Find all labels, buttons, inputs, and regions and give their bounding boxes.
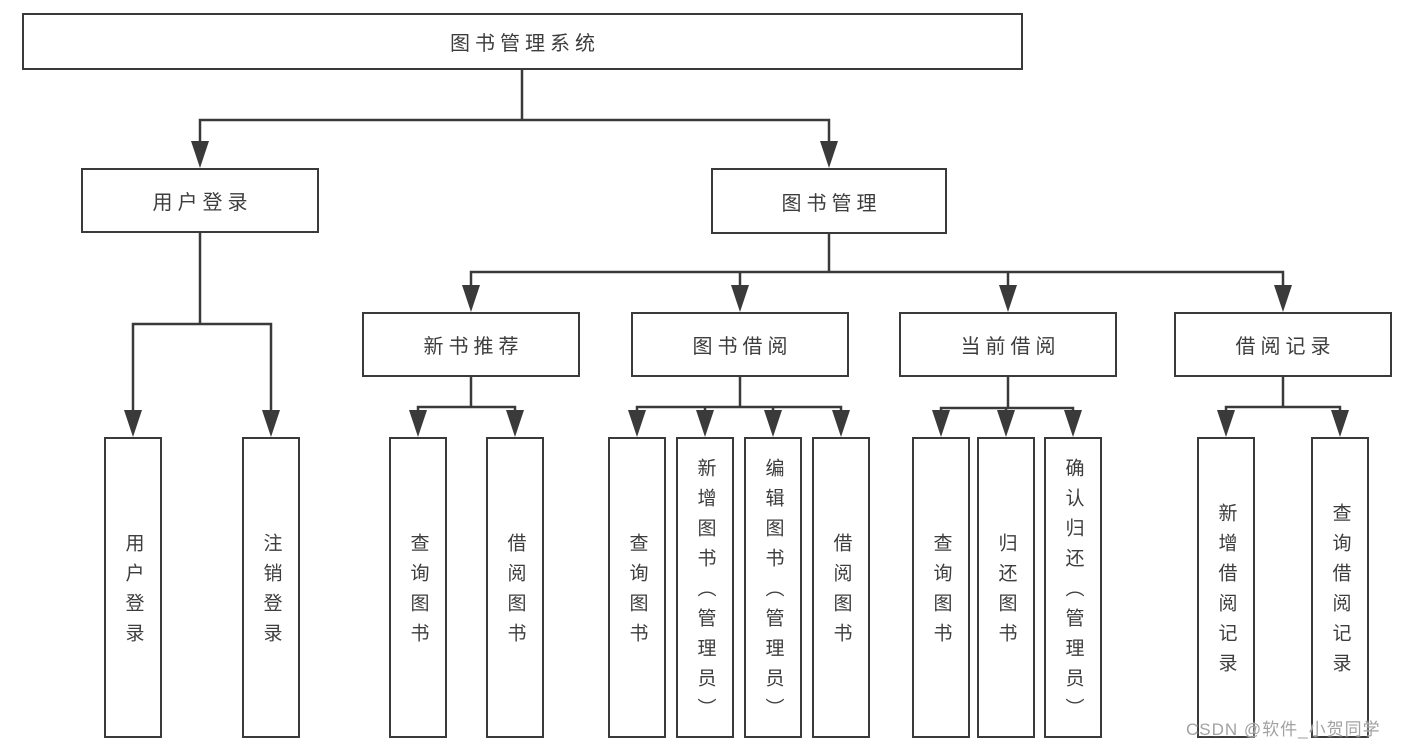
arrowhead — [409, 410, 427, 437]
arrowhead — [764, 410, 782, 437]
node-new-book-recommend: 新书推荐 — [362, 312, 580, 377]
node-leaf-confirm-return: 确认归还（管理员） — [1044, 437, 1102, 738]
node-label-leaf-return-book: 归还图书 — [995, 533, 1017, 653]
node-label-current-borrowing: 当前借阅 — [960, 336, 1061, 358]
node-leaf-add-record: 新增借阅记录 — [1197, 437, 1255, 738]
connector-root — [198, 68, 831, 147]
node-leaf-borrow-book-2: 借阅图书 — [812, 437, 870, 738]
node-leaf-return-book: 归还图书 — [977, 437, 1035, 738]
connector-new-book-recommend — [416, 375, 517, 416]
node-leaf-query-book-1: 查询图书 — [389, 437, 447, 738]
node-user-login-group: 用户登录 — [81, 168, 319, 233]
node-label-leaf-query-book-3: 查询图书 — [930, 533, 952, 653]
connector-current-borrowing — [939, 375, 1075, 416]
arrowhead — [1064, 410, 1082, 437]
arrowhead — [999, 285, 1017, 312]
node-book-borrowing: 图书借阅 — [631, 312, 849, 377]
node-label-book-borrowing: 图书借阅 — [692, 336, 793, 358]
node-label-leaf-query-record: 查询借阅记录 — [1329, 503, 1351, 683]
node-leaf-query-book-2: 查询图书 — [608, 437, 666, 738]
node-label-leaf-logout: 注销登录 — [260, 533, 282, 653]
arrowhead — [932, 410, 950, 437]
arrowhead — [628, 410, 646, 437]
node-label-leaf-user-login: 用户登录 — [122, 533, 144, 653]
node-root: 图书管理系统 — [22, 13, 1023, 70]
arrowhead — [262, 410, 280, 437]
node-leaf-user-login: 用户登录 — [104, 437, 162, 738]
node-label-leaf-query-book-2: 查询图书 — [626, 533, 648, 653]
node-leaf-edit-book-admin: 编辑图书（管理员） — [744, 437, 802, 738]
connector-book-borrowing — [635, 375, 843, 416]
node-current-borrowing: 当前借阅 — [899, 312, 1117, 377]
node-leaf-logout: 注销登录 — [242, 437, 300, 738]
node-label-leaf-confirm-return: 确认归还（管理员） — [1062, 458, 1084, 728]
arrowhead — [1331, 410, 1349, 437]
arrowhead — [462, 285, 480, 312]
arrowhead — [1274, 285, 1292, 312]
arrowhead — [1217, 410, 1235, 437]
arrowhead — [696, 410, 714, 437]
node-leaf-add-book-admin: 新增图书（管理员） — [676, 437, 734, 738]
node-label-leaf-edit-book-admin: 编辑图书（管理员） — [762, 458, 784, 728]
node-label-leaf-add-book-admin: 新增图书（管理员） — [694, 458, 716, 728]
node-leaf-query-record: 查询借阅记录 — [1311, 437, 1369, 738]
node-label-book-management: 图书管理 — [781, 192, 882, 215]
node-label-leaf-add-record: 新增借阅记录 — [1215, 503, 1237, 683]
node-label-user-login-group: 用户登录 — [152, 192, 253, 214]
node-borrowing-records: 借阅记录 — [1174, 312, 1392, 377]
node-label-leaf-borrow-book-1: 借阅图书 — [504, 533, 526, 653]
arrowhead — [731, 285, 749, 312]
arrowhead — [997, 410, 1015, 437]
node-label-leaf-query-book-1: 查询图书 — [407, 533, 429, 653]
node-label-root: 图书管理系统 — [450, 33, 600, 55]
node-leaf-borrow-book-1: 借阅图书 — [486, 437, 544, 738]
watermark-text: CSDN @软件_小贺同学 — [1186, 720, 1381, 739]
connector-book-management — [469, 232, 1285, 291]
arrowhead — [191, 141, 209, 168]
node-label-borrowing-records: 借阅记录 — [1235, 336, 1336, 358]
arrowhead — [820, 141, 838, 168]
node-book-management: 图书管理 — [711, 168, 947, 234]
arrowhead — [506, 410, 524, 437]
node-leaf-query-book-3: 查询图书 — [912, 437, 970, 738]
connector-borrowing-records — [1224, 375, 1342, 416]
node-label-leaf-borrow-book-2: 借阅图书 — [830, 533, 852, 653]
connector-user-login-group — [131, 231, 273, 416]
arrowhead — [124, 410, 142, 437]
arrowhead — [832, 410, 850, 437]
node-label-new-book-recommend: 新书推荐 — [423, 336, 524, 358]
